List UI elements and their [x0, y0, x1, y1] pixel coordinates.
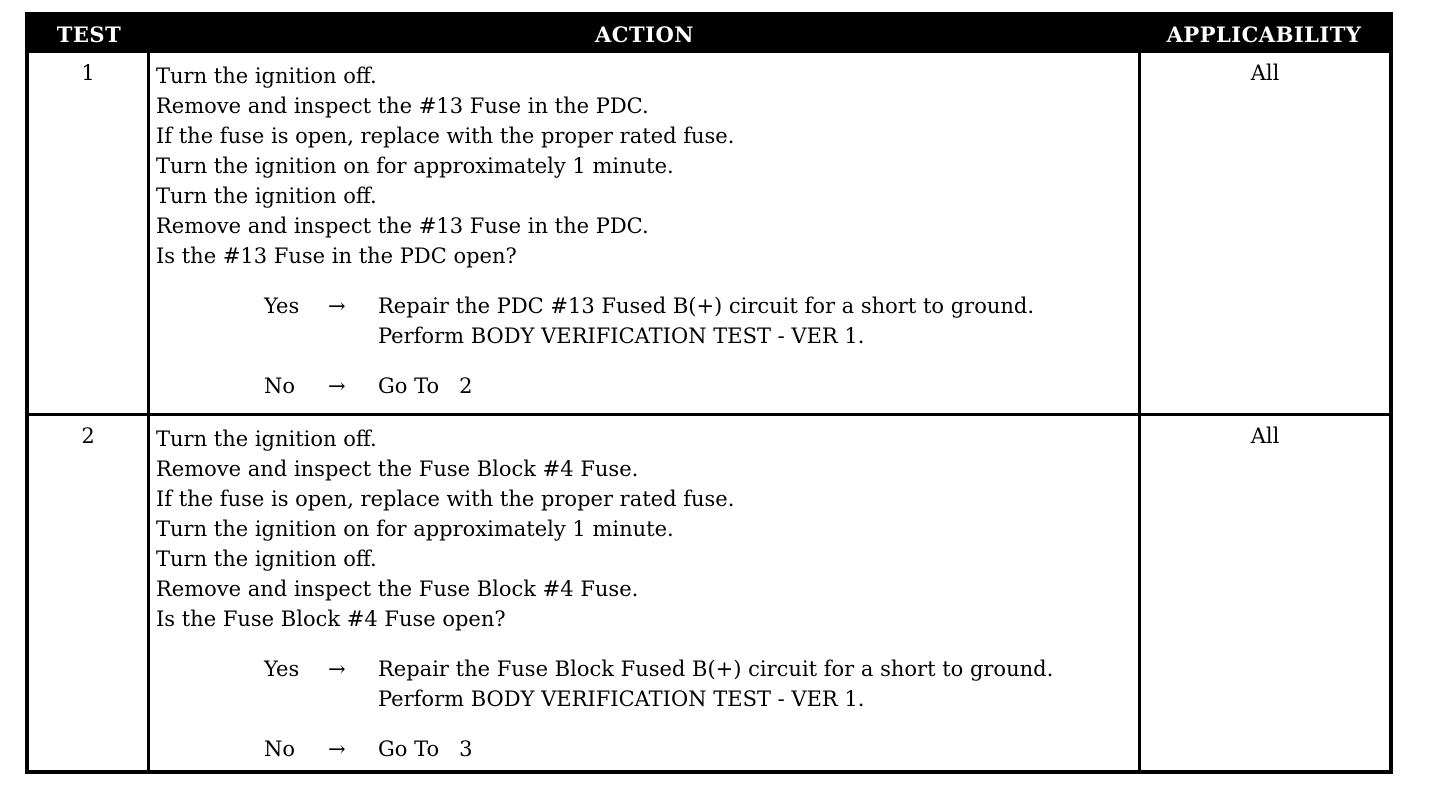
yes-result: Yes → Repair the PDC #13 Fused B(+) circ…	[156, 291, 1126, 321]
table-row: 1 Turn the ignition off. Remove and insp…	[29, 53, 1389, 414]
applicability-value: All	[1250, 424, 1280, 448]
diagnostic-table: TEST ACTION APPLICABILITY 1 Turn the ign…	[25, 12, 1393, 774]
action-step: Turn the ignition off.	[156, 547, 377, 571]
results: Yes → Repair the Fuse Block Fused B(+) c…	[156, 654, 1126, 764]
test-number: 2	[81, 424, 95, 448]
table-header: TEST ACTION APPLICABILITY	[29, 16, 1389, 53]
action-step: Remove and inspect the #13 Fuse in the P…	[156, 214, 649, 238]
test-number: 1	[81, 61, 95, 85]
action-step: Is the #13 Fuse in the PDC open?	[156, 244, 517, 268]
action-cell: Turn the ignition off. Remove and inspec…	[156, 424, 1126, 764]
action-step: If the fuse is open, replace with the pr…	[156, 124, 735, 148]
applicability-value: All	[1250, 61, 1280, 85]
row-divider	[29, 413, 1389, 416]
no-text: Go To 2	[378, 374, 473, 398]
action-step: Remove and inspect the Fuse Block #4 Fus…	[156, 457, 639, 481]
action-step: Turn the ignition on for approximately 1…	[156, 154, 674, 178]
action-step: Remove and inspect the Fuse Block #4 Fus…	[156, 577, 639, 601]
action-step: Turn the ignition off.	[156, 64, 377, 88]
column-divider-applicability	[1138, 53, 1141, 770]
action-step: Is the Fuse Block #4 Fuse open?	[156, 607, 506, 631]
no-text: Go To 3	[378, 737, 473, 761]
yes-text-continued: Perform BODY VERIFICATION TEST - VER 1.	[378, 324, 865, 348]
no-result: No → Go To 2	[156, 371, 1126, 401]
yes-label: Yes	[264, 294, 300, 318]
header-applicability: APPLICABILITY	[1166, 22, 1362, 47]
yes-text: Repair the Fuse Block Fused B(+) circuit…	[378, 657, 1054, 681]
yes-result: Yes → Repair the Fuse Block Fused B(+) c…	[156, 654, 1126, 684]
no-label: No	[264, 737, 296, 761]
action-cell: Turn the ignition off. Remove and inspec…	[156, 61, 1126, 401]
header-action: ACTION	[595, 22, 694, 47]
action-step: Turn the ignition off.	[156, 427, 377, 451]
right-arrow-icon: →	[328, 374, 346, 398]
table-row: 2 Turn the ignition off. Remove and insp…	[29, 416, 1389, 770]
no-result: No → Go To 3	[156, 734, 1126, 764]
action-step: Turn the ignition off.	[156, 184, 377, 208]
yes-text-continued: Perform BODY VERIFICATION TEST - VER 1.	[378, 687, 865, 711]
action-step: Remove and inspect the #13 Fuse in the P…	[156, 94, 649, 118]
action-step: If the fuse is open, replace with the pr…	[156, 487, 735, 511]
right-arrow-icon: →	[328, 294, 346, 318]
right-arrow-icon: →	[328, 737, 346, 761]
action-step: Turn the ignition on for approximately 1…	[156, 517, 674, 541]
no-label: No	[264, 374, 296, 398]
column-divider-test	[147, 53, 150, 770]
header-test: TEST	[56, 22, 122, 47]
results: Yes → Repair the PDC #13 Fused B(+) circ…	[156, 291, 1126, 401]
yes-text: Repair the PDC #13 Fused B(+) circuit fo…	[378, 294, 1035, 318]
right-arrow-icon: →	[328, 657, 346, 681]
yes-label: Yes	[264, 657, 300, 681]
